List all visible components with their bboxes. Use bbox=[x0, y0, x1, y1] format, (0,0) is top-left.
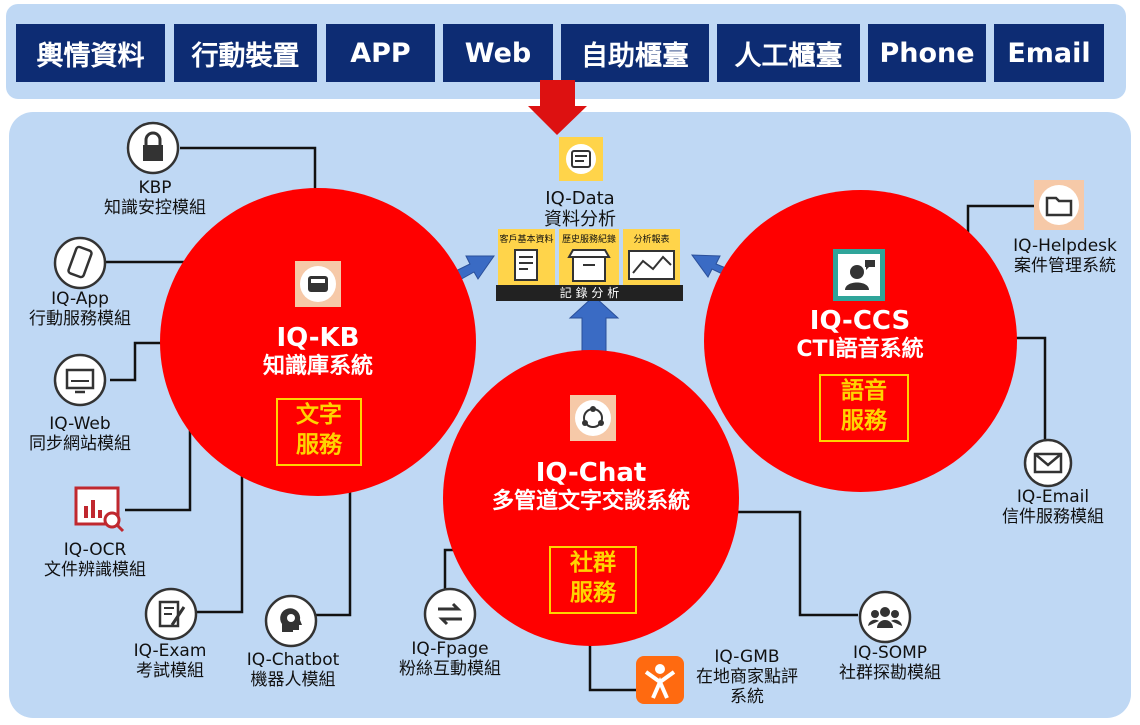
text-service-line-2: 服務 bbox=[296, 432, 342, 458]
voice-service-badge: 語音 服務 bbox=[819, 374, 909, 442]
swap-arrows-icon[interactable] bbox=[423, 587, 477, 641]
service-history-label: 歷史服務紀錄 bbox=[561, 235, 616, 245]
cheering-person-icon[interactable] bbox=[636, 656, 684, 704]
input-arrow-icon bbox=[528, 80, 587, 135]
service-history-card: 歷史服務紀錄 bbox=[559, 229, 619, 287]
envelope-icon[interactable] bbox=[1023, 438, 1073, 488]
edit-document-icon[interactable] bbox=[144, 587, 198, 641]
monitor-icon[interactable] bbox=[53, 353, 107, 407]
wallet-icon bbox=[294, 260, 342, 308]
social-service-line-1: 社群 bbox=[570, 550, 616, 576]
iq-web-name: IQ-Web bbox=[49, 414, 111, 434]
hub-title: IQ-Data 資料分析 bbox=[520, 188, 640, 230]
iq-kb-subtitle: 知識庫系統 bbox=[262, 354, 373, 380]
iq-ccs-name: IQ-CCS bbox=[809, 306, 911, 336]
hub-name: IQ-Data bbox=[545, 188, 615, 209]
iq-ocr-label: IQ-OCR 文件辨識模組 bbox=[30, 540, 160, 580]
iq-gmb-name: IQ-GMB bbox=[714, 647, 780, 667]
iq-fpage-label: IQ-Fpage 粉絲互動模組 bbox=[385, 639, 515, 679]
iq-kb-title: IQ-KB 知識庫系統 bbox=[230, 323, 406, 381]
iq-gmb-desc-2: 系統 bbox=[730, 687, 764, 707]
iq-app-label: IQ-App 行動服務模組 bbox=[10, 289, 150, 329]
analysis-report-card: 分析報表 bbox=[623, 229, 680, 287]
line-chart-icon bbox=[628, 250, 675, 280]
iq-ccs-title: IQ-CCS CTI語音系統 bbox=[770, 306, 950, 364]
records-analysis-panel: 客戶基本資料 歷史服務紀錄 分析報表 記 錄 分 析 bbox=[496, 227, 683, 302]
iq-chat-title: IQ-Chat 多管道文字交談系統 bbox=[466, 458, 716, 516]
iq-helpdesk-desc: 案件管理系統 bbox=[1014, 256, 1116, 276]
hub-subtitle: 資料分析 bbox=[544, 209, 616, 230]
brain-icon[interactable] bbox=[264, 594, 318, 648]
iq-web-desc: 同步網站模組 bbox=[29, 434, 131, 454]
iq-somp-label: IQ-SOMP 社群探勘模組 bbox=[820, 643, 960, 683]
channel-tab-self-service-counter[interactable]: 自助櫃臺 bbox=[561, 24, 709, 82]
iq-chat-subtitle: 多管道文字交談系統 bbox=[491, 489, 690, 515]
iq-kb-name: IQ-KB bbox=[276, 323, 360, 353]
iq-chatbot-label: IQ-Chatbot 機器人模組 bbox=[228, 650, 358, 690]
channel-tab-public-opinion[interactable]: 輿情資料 bbox=[16, 24, 165, 82]
chart-search-icon[interactable] bbox=[72, 484, 126, 534]
records-analysis-bar: 記 錄 分 析 bbox=[496, 285, 683, 301]
group-icon[interactable] bbox=[858, 590, 912, 644]
channel-tab-email[interactable]: Email bbox=[994, 24, 1104, 82]
analysis-report-label: 分析報表 bbox=[633, 235, 670, 245]
channel-tab-app[interactable]: APP bbox=[326, 24, 435, 82]
share-icon bbox=[569, 394, 617, 442]
iq-ccs-subtitle: CTI語音系統 bbox=[796, 337, 924, 363]
iq-kb-circle[interactable] bbox=[160, 188, 476, 496]
iq-fpage-desc: 粉絲互動模組 bbox=[399, 659, 501, 679]
folder-icon[interactable] bbox=[1034, 180, 1084, 230]
iq-ocr-desc: 文件辨識模組 bbox=[44, 560, 146, 580]
iq-email-label: IQ-Email 信件服務模組 bbox=[983, 487, 1123, 527]
kbp-name: KBP bbox=[138, 178, 172, 198]
iq-somp-name: IQ-SOMP bbox=[852, 643, 928, 663]
kbp-desc: 知識安控模組 bbox=[104, 198, 206, 218]
iq-exam-label: IQ-Exam 考試模組 bbox=[110, 641, 230, 681]
iq-app-name: IQ-App bbox=[51, 289, 109, 309]
iq-chatbot-desc: 機器人模組 bbox=[250, 670, 336, 690]
iq-chatbot-name: IQ-Chatbot bbox=[246, 650, 340, 670]
chat-to-hub-arrow-icon bbox=[568, 295, 620, 359]
social-service-badge: 社群 服務 bbox=[549, 546, 637, 614]
iq-chat-name: IQ-Chat bbox=[535, 458, 647, 488]
channel-tab-mobile-device[interactable]: 行動裝置 bbox=[174, 24, 317, 82]
iq-app-desc: 行動服務模組 bbox=[29, 309, 131, 329]
text-service-badge: 文字 服務 bbox=[276, 398, 362, 466]
iq-exam-name: IQ-Exam bbox=[133, 641, 207, 661]
iq-helpdesk-label: IQ-Helpdesk 案件管理系統 bbox=[995, 236, 1135, 276]
customer-data-label: 客戶基本資料 bbox=[499, 235, 554, 245]
iq-somp-desc: 社群探勘模組 bbox=[839, 663, 941, 683]
lock-icon[interactable] bbox=[126, 121, 180, 175]
iq-ocr-name: IQ-OCR bbox=[63, 540, 127, 560]
social-service-line-2: 服務 bbox=[570, 580, 616, 606]
user-chat-icon bbox=[832, 248, 886, 302]
iq-fpage-name: IQ-Fpage bbox=[411, 639, 489, 659]
kbp-label: KBP 知識安控模組 bbox=[85, 178, 225, 218]
voice-service-line-1: 語音 bbox=[841, 378, 887, 404]
iq-gmb-desc: 在地商家點評 bbox=[696, 667, 798, 687]
archive-box-icon bbox=[567, 249, 611, 282]
iq-exam-desc: 考試模組 bbox=[136, 661, 204, 681]
document-icon bbox=[514, 249, 538, 281]
iq-email-name: IQ-Email bbox=[1016, 487, 1090, 507]
text-service-line-1: 文字 bbox=[296, 402, 342, 428]
iq-web-label: IQ-Web 同步網站模組 bbox=[10, 414, 150, 454]
iq-data-hub-icon bbox=[555, 135, 607, 183]
channel-tab-phone[interactable]: Phone bbox=[868, 24, 986, 82]
iq-helpdesk-name: IQ-Helpdesk bbox=[1013, 236, 1117, 256]
channel-tab-staffed-counter[interactable]: 人工櫃臺 bbox=[717, 24, 860, 82]
channel-bar: 輿情資料 行動裝置 APP Web 自助櫃臺 人工櫃臺 Phone Email bbox=[6, 4, 1126, 99]
voice-service-line-2: 服務 bbox=[841, 408, 887, 434]
customer-data-card: 客戶基本資料 bbox=[498, 229, 555, 287]
iq-email-desc: 信件服務模組 bbox=[1002, 507, 1104, 527]
channel-tab-web[interactable]: Web bbox=[443, 24, 553, 82]
smartphone-icon[interactable] bbox=[53, 236, 107, 290]
iq-gmb-label: IQ-GMB 在地商家點評 系統 bbox=[677, 647, 817, 707]
